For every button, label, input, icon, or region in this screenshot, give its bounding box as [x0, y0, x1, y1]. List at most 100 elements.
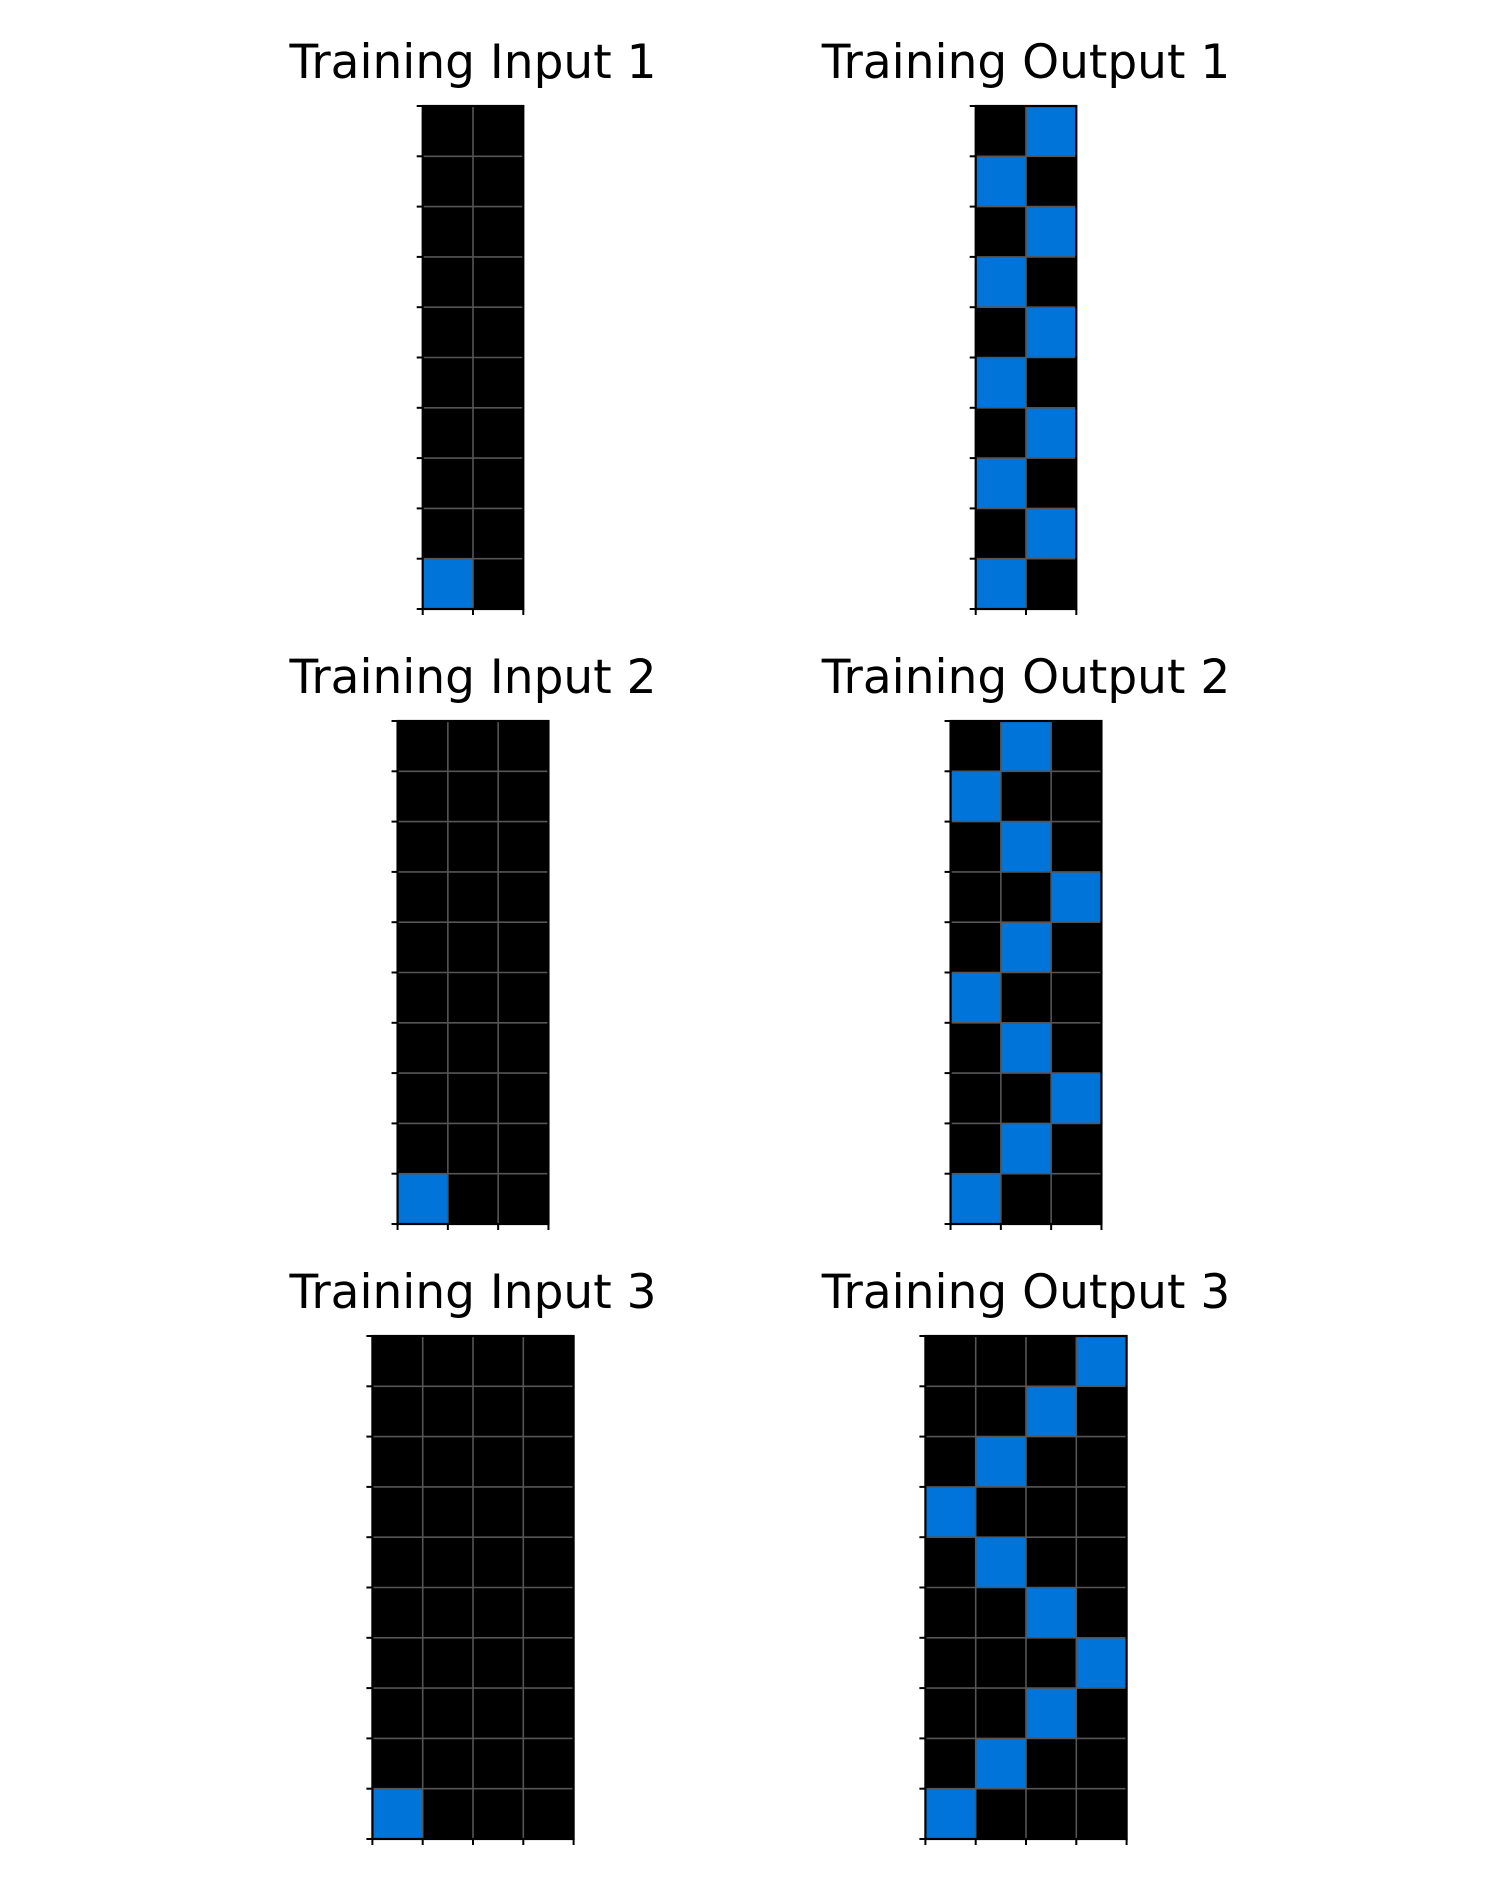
grid-cell-black: [498, 922, 549, 973]
grid-cell-black: [473, 256, 524, 308]
grid-cell-black: [447, 972, 499, 1023]
panel-training-input-3: Training Input 3: [289, 1265, 657, 1845]
grid-cell-blue: [1026, 1386, 1077, 1437]
grid-cell-black: [1076, 1587, 1127, 1638]
grid-cell-black: [523, 1587, 574, 1638]
grid-cell-black: [372, 1537, 423, 1588]
grid-cell-black: [473, 1738, 524, 1789]
grid-cell-black: [1026, 1788, 1077, 1839]
grid-cell-black: [372, 1738, 423, 1789]
grid-cell-black: [422, 156, 473, 207]
grid-cell-black: [498, 1073, 549, 1124]
panel-title: Training Output 3: [821, 1265, 1231, 1320]
grid-cell-black: [925, 1537, 976, 1588]
grid-cell-black: [422, 1788, 473, 1839]
grid-cell-blue: [975, 458, 1026, 509]
grid-cell-black: [422, 1688, 473, 1739]
grid-cell-black: [422, 1587, 473, 1638]
grid-cell-black: [1026, 1637, 1077, 1689]
grid-cell-black: [975, 508, 1026, 559]
grid-cell-blue: [1076, 1336, 1127, 1387]
grid-cell-black: [1051, 1123, 1102, 1174]
grid-cell-blue: [1026, 307, 1077, 358]
grid-cell-blue: [975, 558, 1026, 609]
grid-cell-blue: [1000, 821, 1052, 872]
panel-training-output-2: Training Output 2: [821, 650, 1230, 1230]
grid-cell-black: [1000, 972, 1052, 1023]
grid-cell-blue: [975, 357, 1026, 408]
grid-cell-black: [422, 1386, 473, 1437]
grid-cell-black: [422, 508, 473, 559]
grid-cell-black: [498, 1173, 549, 1224]
grid-cell-black: [975, 1587, 1026, 1638]
panel-title: Training Input 2: [289, 650, 657, 705]
grid-training-input-3: [366, 1334, 575, 1845]
grid-cell-black: [1026, 1738, 1077, 1789]
grid-cell-black: [950, 821, 1001, 872]
grid-cell-black: [950, 1073, 1001, 1124]
grid-cell-black: [372, 1486, 423, 1538]
grid-cell-black: [950, 871, 1001, 923]
grid-cell-black: [422, 357, 473, 408]
grid-cell-black: [473, 508, 524, 559]
grid-cell-black: [473, 357, 524, 408]
grid-cell-blue: [975, 256, 1026, 308]
grid-cell-black: [447, 1022, 499, 1074]
grid-training-input-2: [391, 719, 550, 1230]
grid-cell-black: [372, 1637, 423, 1689]
grid-cell-black: [523, 1537, 574, 1588]
grid-cell-black: [950, 721, 1001, 772]
grid-cell-black: [473, 1336, 524, 1387]
grid-cell-black: [447, 1173, 499, 1224]
grid-cell-blue: [1000, 1022, 1052, 1074]
grid-cell-black: [975, 1336, 1026, 1387]
grid-cell-blue: [397, 1173, 448, 1224]
panel-title: Training Input 1: [289, 35, 657, 90]
grid-cell-black: [925, 1637, 976, 1689]
grid-cell-black: [925, 1738, 976, 1789]
grid-cell-black: [1026, 1486, 1077, 1538]
grid-cell-black: [1051, 721, 1102, 772]
grid-cell-black: [422, 458, 473, 509]
grid-cell-black: [473, 1637, 524, 1689]
grid-cell-black: [975, 1637, 1026, 1689]
grid-cell-black: [422, 307, 473, 358]
grid-cell-black: [473, 1788, 524, 1839]
grid-cell-black: [473, 206, 524, 257]
grid-cell-black: [950, 1123, 1001, 1174]
grid-cell-blue: [1000, 922, 1052, 973]
grid-cell-black: [372, 1436, 423, 1487]
grid-cell-black: [473, 1436, 524, 1487]
grid-cell-blue: [1000, 721, 1052, 772]
grid-cell-black: [975, 106, 1026, 157]
panel-training-input-2: Training Input 2: [289, 650, 657, 1230]
grid-cell-black: [925, 1688, 976, 1739]
panel-title: Training Input 3: [289, 1265, 657, 1320]
grid-cell-black: [1000, 1173, 1052, 1224]
grid-cell-blue: [950, 972, 1001, 1023]
grid-cell-black: [1076, 1386, 1127, 1437]
grid-cell-black: [422, 256, 473, 308]
grid-cell-black: [1026, 156, 1077, 207]
grid-cell-black: [1000, 1073, 1052, 1124]
grid-cell-black: [1026, 458, 1077, 509]
grid-training-output-2: [944, 719, 1103, 1230]
grid-cell-black: [372, 1587, 423, 1638]
grid-cell-black: [950, 1022, 1001, 1074]
grid-cell-black: [1076, 1688, 1127, 1739]
grid-cell-black: [473, 106, 524, 157]
grid-cell-black: [447, 771, 499, 822]
grid-cell-black: [1051, 922, 1102, 973]
panel-training-output-1: Training Output 1: [821, 35, 1230, 615]
grid-cell-blue: [1026, 508, 1077, 559]
grid-cell-black: [422, 1738, 473, 1789]
grid-cell-black: [473, 1587, 524, 1638]
grid-cell-black: [397, 972, 448, 1023]
grid-cell-black: [925, 1386, 976, 1437]
grid-cell-black: [397, 821, 448, 872]
grid-cell-black: [1026, 357, 1077, 408]
grid-cell-black: [422, 1537, 473, 1588]
grid-cell-black: [975, 407, 1026, 459]
grid-cell-black: [447, 922, 499, 973]
grid-cell-black: [372, 1386, 423, 1437]
